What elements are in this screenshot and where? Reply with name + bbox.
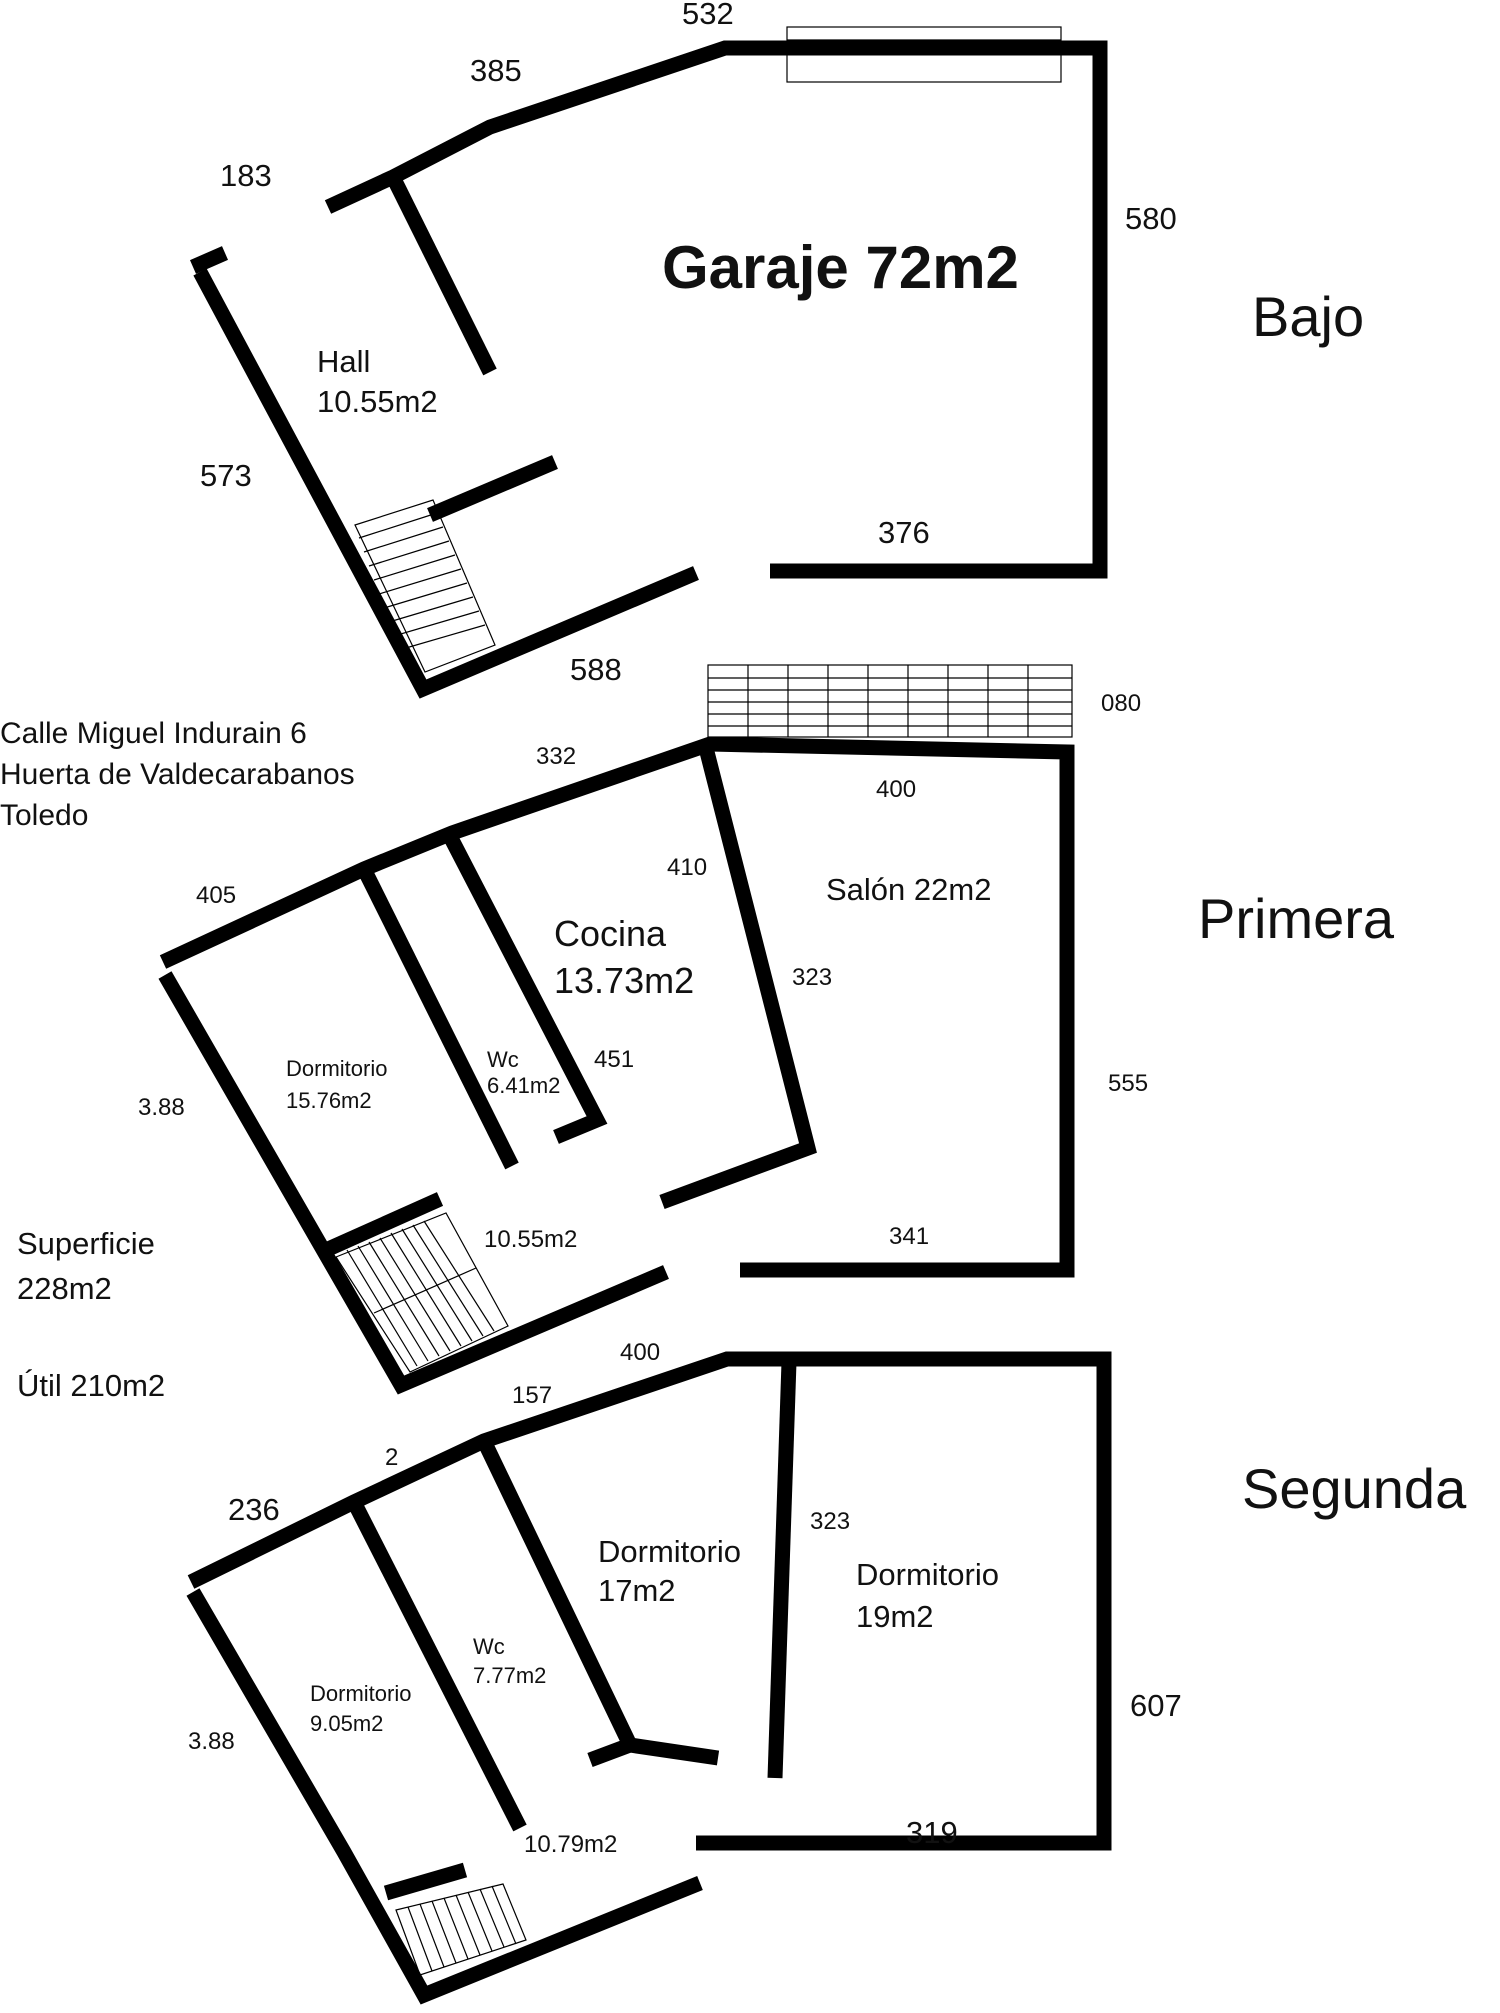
bajo-walls [189,40,1108,699]
dim-segunda-2: 2 [385,1444,398,1471]
bajo-window [786,26,1062,83]
dim-bajo-183: 183 [220,158,272,193]
dim-bajo-385: 385 [470,53,522,88]
plan-bajo: Garaje 72m2 Hall 10.55m2 Bajo 532 385 18… [189,0,1364,699]
plan-primera: Dormitorio 15.76m2 Wc 6.41m2 Cocina 13.7… [138,664,1395,1395]
dim-bajo-376: 376 [878,515,930,550]
bajo-wall-stub [189,246,229,274]
floor-label-segunda: Segunda [1242,1457,1467,1520]
segunda-hall-area: 10.79m2 [524,1831,617,1858]
segunda-dorm-a-area: 17m2 [598,1573,676,1608]
segunda-short-wall [628,1737,720,1766]
segunda-left-bottom-wall [186,1588,703,2005]
primera-left-bottom-wall [158,971,669,1395]
dim-primera-388: 3.88 [138,1094,185,1121]
segunda-wc-name: Wc [473,1634,505,1659]
dim-bajo-580: 580 [1125,201,1177,236]
dim-primera-400b: 400 [620,1339,660,1366]
dim-primera-451: 451 [594,1046,634,1073]
primera-wc-area: 6.41m2 [487,1073,560,1098]
bajo-left-bottom-wall [193,268,699,699]
segunda-dorm-b-area: 19m2 [856,1599,934,1634]
plan-segunda: Dormitorio 9.05m2 Wc 7.77m2 Dormitorio 1… [186,1351,1467,2005]
floor-label-primera: Primera [1198,887,1395,950]
segunda-wc-area: 7.77m2 [473,1663,546,1688]
dim-primera-555: 555 [1108,1070,1148,1097]
segunda-dorm-b-name: Dormitorio [856,1557,999,1592]
dim-segunda-319: 319 [906,1815,958,1850]
bajo-stair-wall [427,455,558,522]
hall-area-label: 10.55m2 [317,384,438,419]
cocina-name-label: Cocina [554,913,667,954]
address-line-3: Toledo [0,799,88,832]
superficie-value: 228m2 [17,1271,112,1306]
dim-primera-323: 323 [792,964,832,991]
dim-segunda-607: 607 [1130,1688,1182,1723]
primera-dorm-wc-partition [357,865,519,1170]
garage-label: Garaje 72m2 [662,234,1019,301]
area-summary: Superficie 228m2 Útil 210m2 [17,1226,165,1403]
bajo-hall-partition [386,173,497,376]
address-line-1: Calle Miguel Indurain 6 [0,717,307,750]
bajo-staircase [354,499,496,673]
dim-bajo-573: 573 [200,458,252,493]
dim-segunda-157: 157 [512,1382,552,1409]
dim-primera-332: 332 [536,743,576,770]
segunda-stair-wall [383,1862,468,1901]
segunda-staircase [395,1883,527,1976]
primera-outer-wall [159,736,1075,1278]
floor-label-bajo: Bajo [1252,285,1364,348]
dim-bajo-588: 588 [570,652,622,687]
segunda-dorm-partition [767,1361,797,1779]
dim-segunda-388: 3.88 [188,1728,235,1755]
cocina-area-label: 13.73m2 [554,960,694,1001]
segunda-dorm-a-name: Dormitorio [598,1534,741,1569]
segunda-dorm-c-area: 9.05m2 [310,1711,383,1736]
dim-primera-410: 410 [667,854,707,881]
primera-terrace [707,664,1073,738]
salon-label: Salón 22m2 [826,872,991,907]
address-block: Calle Miguel Indurain 6 Huerta de Valdec… [0,717,355,832]
primera-hall-area: 10.55m2 [484,1226,577,1253]
dim-bajo-532: 532 [682,0,734,31]
primera-dorm-area: 15.76m2 [286,1088,372,1113]
primera-dorm-name: Dormitorio [286,1056,387,1081]
primera-staircase [335,1212,509,1373]
segunda-walls [186,1351,1112,2005]
dim-primera-400: 400 [876,776,916,803]
hall-name-label: Hall [317,344,370,379]
segunda-dorm-c-name: Dormitorio [310,1681,411,1706]
superficie-label: Superficie [17,1226,155,1261]
bajo-outer-wall [324,40,1108,579]
dim-segunda-323: 323 [810,1508,850,1535]
dim-segunda-236: 236 [228,1492,280,1527]
dim-primera-341: 341 [889,1223,929,1250]
primera-wc-name: Wc [487,1047,519,1072]
primera-salon-partition [659,746,817,1210]
util-area-label: Útil 210m2 [17,1368,165,1403]
primera-walls [158,736,1075,1395]
dim-primera-405: 405 [196,882,236,909]
segunda-dorm-wc-partition [347,1498,527,1832]
primera-stair-wall [322,1192,444,1257]
dim-primera-080: 080 [1101,690,1141,717]
address-line-2: Huerta de Valdecarabanos [0,758,355,791]
primera-wc-cocina-partition [445,836,608,1144]
